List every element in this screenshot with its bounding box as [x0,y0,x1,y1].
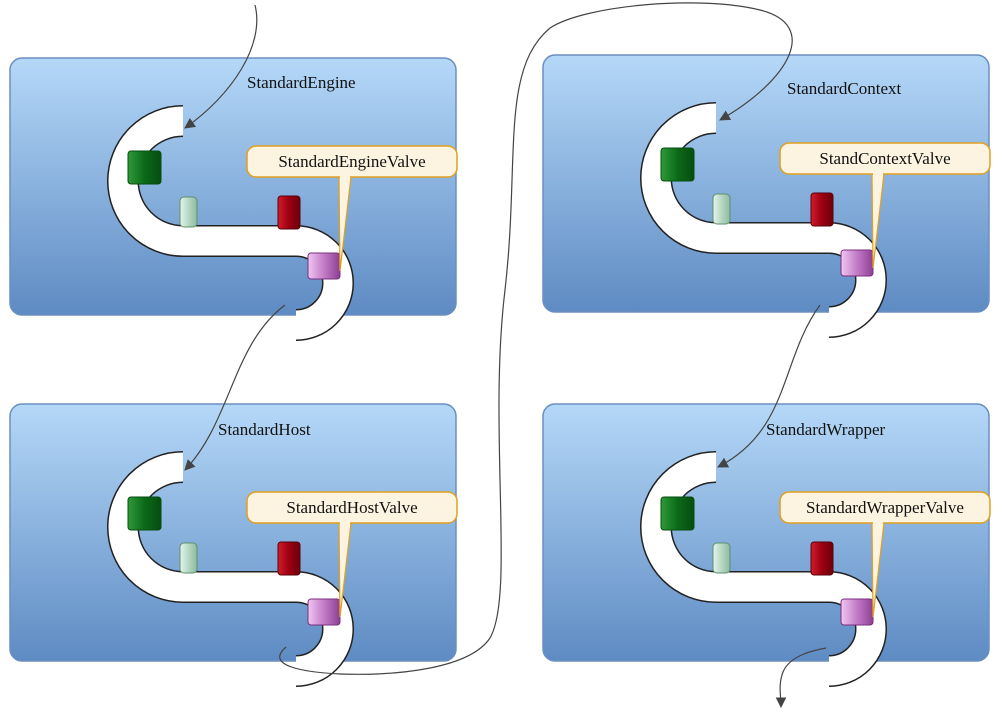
container-panel [9,403,457,662]
flow-arrow-host-to-context [279,2,793,675]
valve-callout-label: StandardWrapperValve [806,498,964,517]
flow-arrow-engine-to-host [184,304,286,471]
flow-arrow-context-to-wrapper [717,304,821,468]
container-standard-wrapper: StandardWrapper StandardWrapperValve [542,403,990,671]
container-standard-engine: StandardEngine StandardEngineValve [9,57,457,325]
container-label: StandardContext [787,79,902,98]
valve-callout-label: StandContextValve [819,149,950,168]
container-panel [542,403,990,662]
container-standard-context: StandardContext StandContextValve [542,54,990,322]
flow-arrow-into-engine [184,4,258,129]
container-standard-host: StandardHost StandardHostValve [9,403,457,671]
flow-arrow-out-of-wrapper [775,647,827,709]
container-label: StandardEngine [247,73,356,92]
valve-callout-label: StandardEngineValve [278,152,425,171]
container-panel [9,57,457,316]
container-panel [542,54,990,313]
container-label: StandardWrapper [766,420,886,439]
valve-callout-label: StandardHostValve [286,498,417,517]
container-label: StandardHost [218,420,311,439]
